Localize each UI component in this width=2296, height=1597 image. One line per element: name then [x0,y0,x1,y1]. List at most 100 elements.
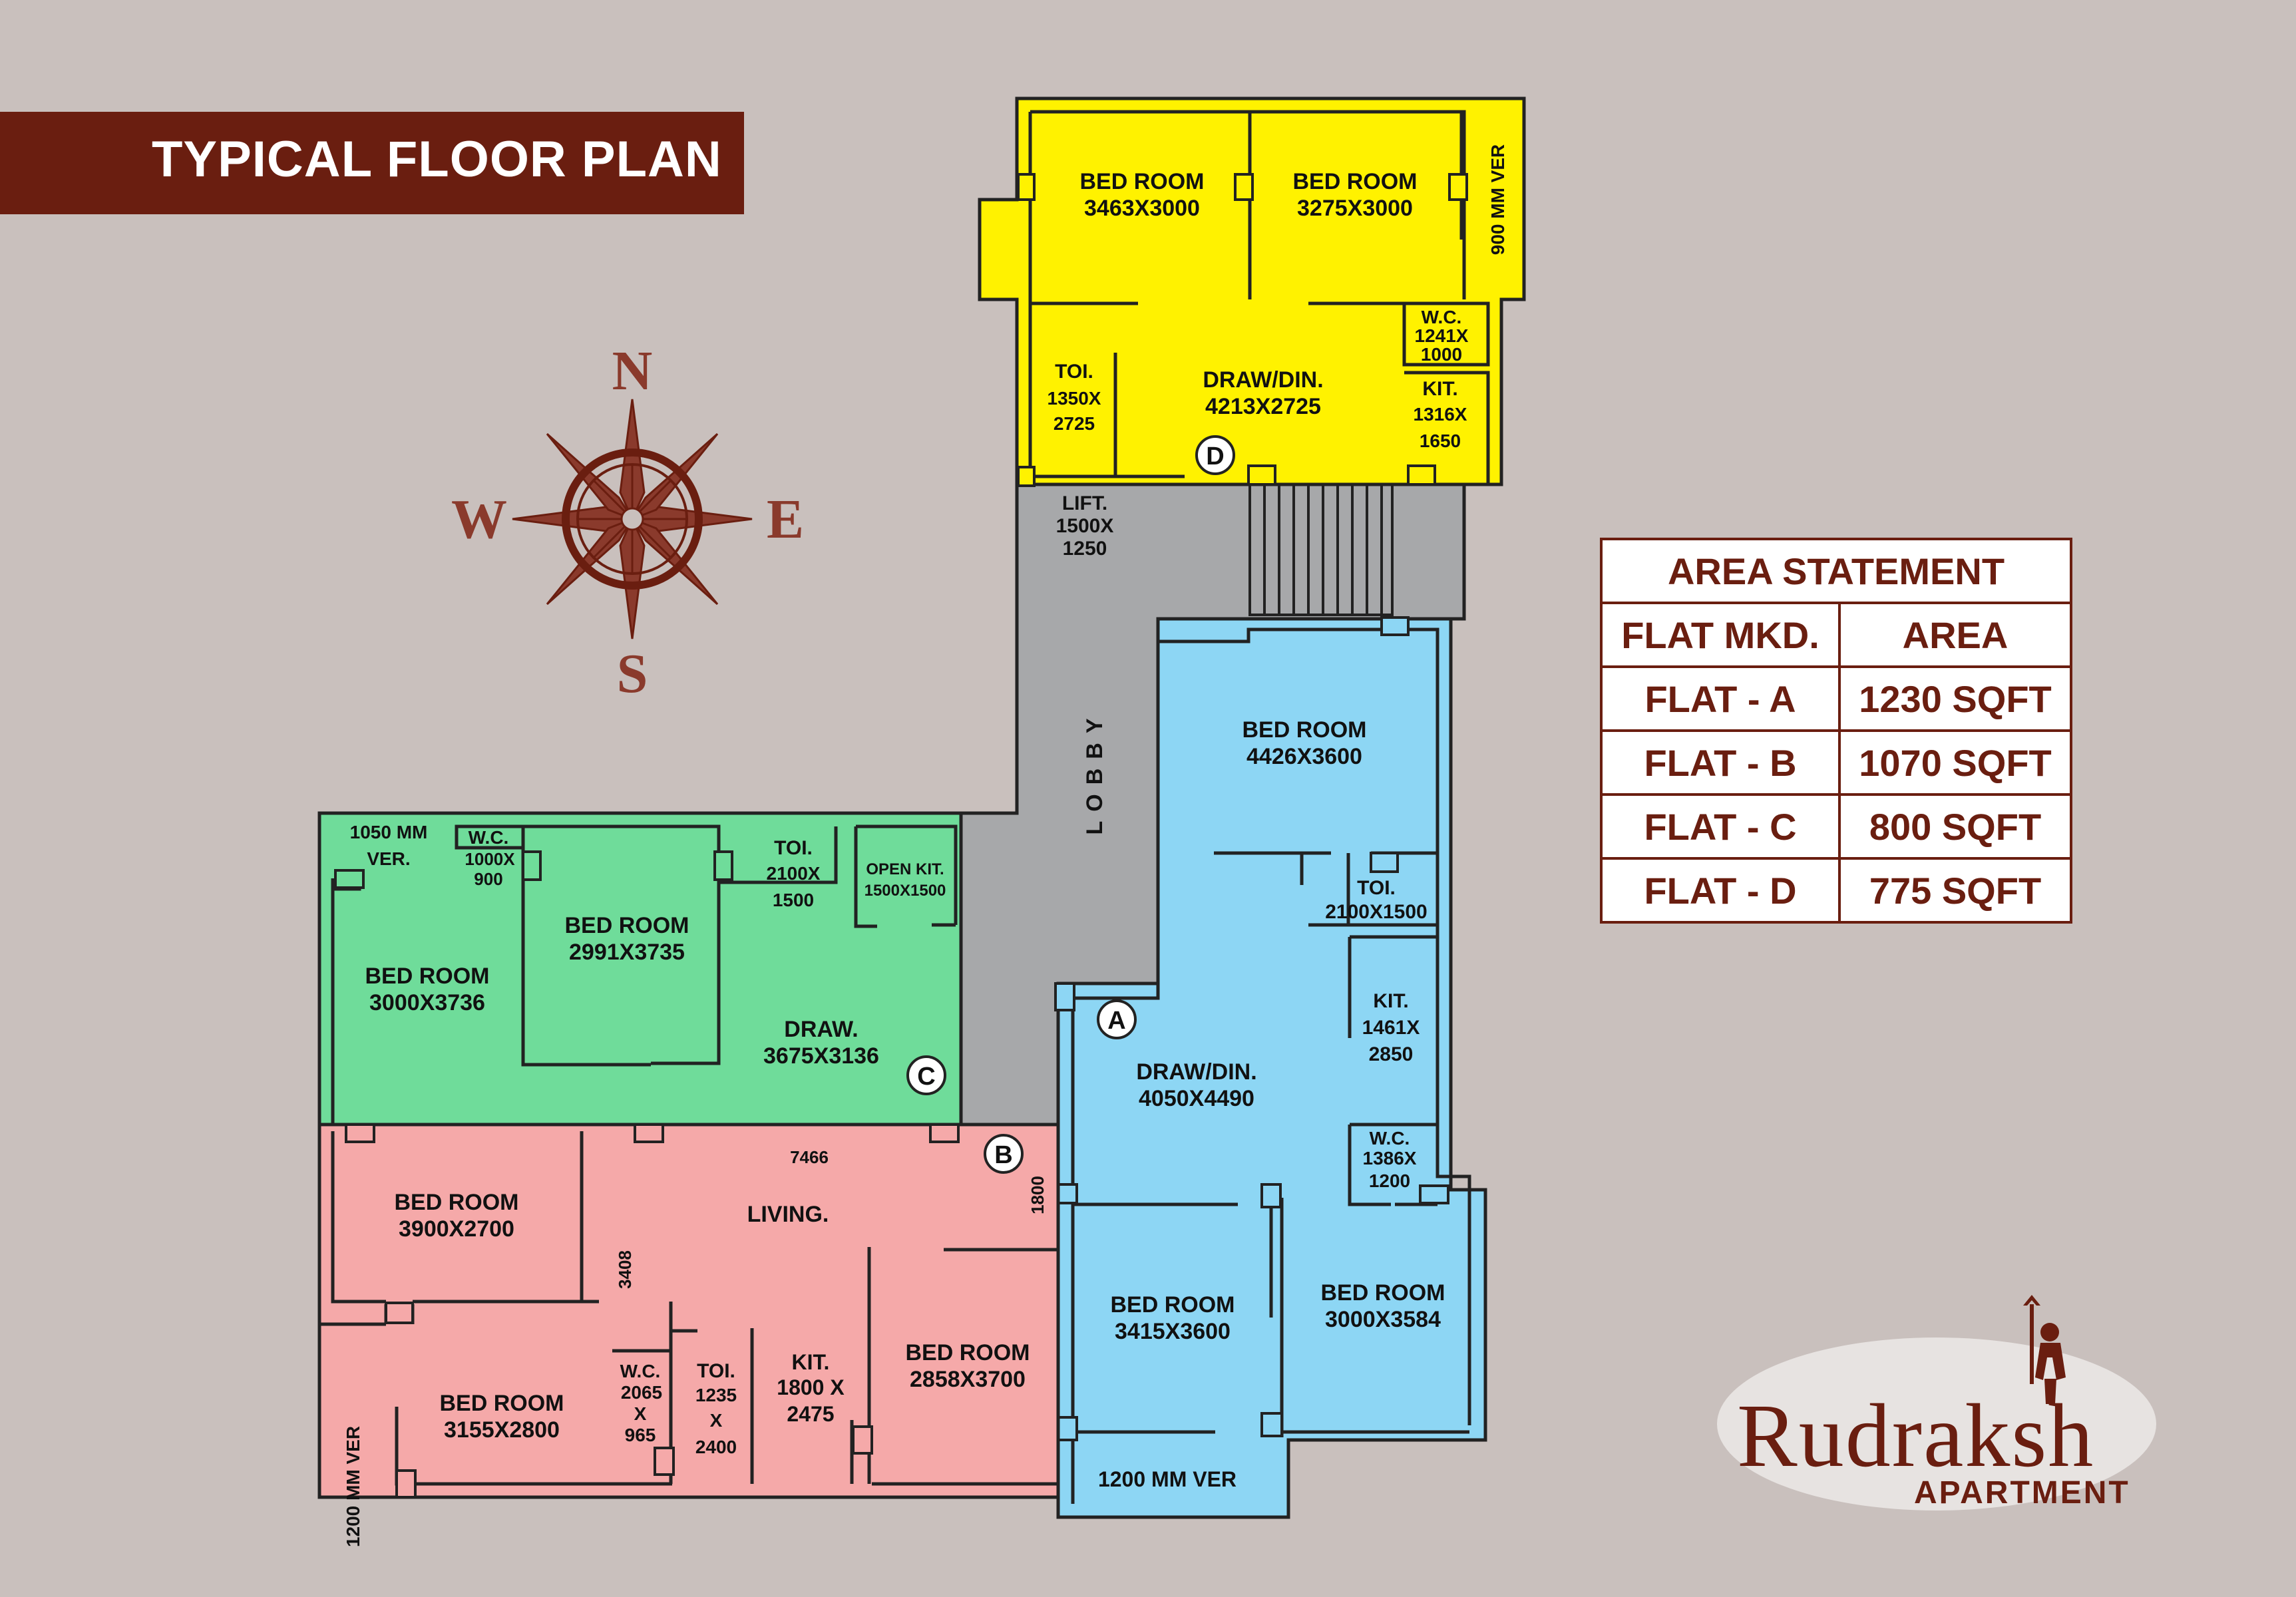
flat-a-kit-dim1: 1461X [1362,1017,1420,1039]
flat-c-verandah-1: 1050 MM [350,822,428,842]
flat-d-verandah: 900 MM VER [1487,144,1508,256]
compass-west-label: W [451,488,507,550]
flat-mkd-cell: FLAT - A [1600,665,1841,732]
flat-d-wc-dim1: 1241X [1415,325,1469,346]
flat-a-wc-dim2: 1200 [1369,1170,1410,1191]
lift-dim-1: 1500X [1056,515,1114,537]
flat-a-bed1-size: 4426X3600 [1246,744,1362,769]
flat-c-kit-size: 1500X1500 [864,882,946,900]
logo-subtitle: APARTMENT [1914,1475,2130,1510]
table-row: FLAT - A 1230 SQFT [1600,665,2072,732]
flat-c-toi-label: TOI. [774,837,813,859]
flat-b-wc-dim3: 965 [625,1425,656,1445]
flat-b-verandah: 1200 MM VER [343,1426,363,1547]
table-row: FLAT - D 775 SQFT [1600,857,2072,924]
area-cell: 1070 SQFT [1838,729,2072,796]
flat-a-draw-label: DRAW/DIN. [1136,1059,1256,1085]
flat-c-bed1-label: BED ROOM [565,913,689,938]
flat-c-draw-label: DRAW. [784,1017,858,1042]
flat-b-bed3-size: 2858X3700 [910,1367,1026,1392]
table-row: FLAT - C 800 SQFT [1600,793,2072,860]
flat-c: 1050 MM VER. W.C. 1000X 900 TOI. 2100X 1… [317,811,963,1127]
area-statement-table: AREA STATEMENT FLAT MKD. AREA FLAT - A 1… [1600,538,2072,924]
flat-b-bed1-size: 3900X2700 [399,1216,514,1242]
brand-logo [1717,1295,2156,1510]
flat-c-wc-dim1: 1000X [465,849,515,869]
flat-a-bed1-label: BED ROOM [1243,717,1367,743]
flat-d-kit-dim1: 1316X [1414,404,1467,425]
flat-d-toi-dim2: 2725 [1053,413,1095,434]
flat-a-verandah: 1200 MM VER [1098,1467,1237,1491]
flat-c-marker-circle [906,1055,946,1095]
flat-a-wc-dim1: 1386X [1363,1148,1417,1168]
area-statement-title: AREA STATEMENT [1600,538,2072,604]
compass-north-label: N [612,340,653,402]
flat-c-bed2-size: 3000X3736 [369,990,485,1015]
lift-label: LIFT. [1062,492,1107,514]
page-title: TYPICAL FLOOR PLAN [152,131,722,188]
table-row: FLAT - B 1070 SQFT [1600,729,2072,796]
flat-d-toi-dim1: 1350X [1048,388,1101,409]
flat-d-kit-dim2: 1650 [1420,431,1461,451]
flat-c-kit-label: OPEN KIT. [866,860,944,878]
compass-rose [512,399,753,639]
flat-b-toi-dim1: 1235 [695,1385,737,1405]
flat-a-kit-label: KIT. [1373,990,1408,1012]
flat-a-marker-circle [1097,999,1137,1039]
flat-d-bed1-label: BED ROOM [1080,169,1205,194]
flat-a-wc-label: W.C. [1370,1128,1410,1149]
flat-a-bed3-size: 3000X3584 [1325,1307,1441,1332]
flat-a-marker: A [1107,1007,1125,1035]
flat-b-toi-label: TOI. [697,1360,735,1382]
flat-c-bed2-label: BED ROOM [365,964,490,989]
area-cell: 800 SQFT [1838,793,2072,860]
flat-c-marker: C [917,1063,935,1091]
flat-a-bed2-label: BED ROOM [1111,1292,1235,1318]
flat-b-wc-dim2: X [634,1403,647,1424]
flat-a-bed2-size: 3415X3600 [1115,1319,1231,1344]
flat-a-bed3-label: BED ROOM [1321,1280,1445,1306]
flat-a-toi-size: 2100X1500 [1325,901,1428,923]
flat-d: BED ROOM 3463X3000 BED ROOM 3275X3000 90… [978,96,1526,487]
flat-b-kit-dim2: 2475 [787,1402,834,1426]
staircase [1248,483,1394,616]
flat-c-bed1-size: 2991X3735 [569,940,685,965]
area-col-flat: FLAT MKD. [1600,602,1841,668]
area-col-area: AREA [1838,602,2072,668]
flat-b: 7466 1800 3408 LIVING. BED ROOM 3900X270… [317,1123,1060,1547]
flat-d-toi-label: TOI. [1055,361,1093,383]
compass-south-label: S [617,643,648,705]
flat-d-kit-label: KIT. [1422,378,1457,400]
flat-d-draw-size: 4213X2725 [1205,394,1321,419]
flat-c-toi-dim2: 1500 [773,890,814,910]
flat-d-bed2-size: 3275X3000 [1297,196,1413,221]
flat-c-draw-size: 3675X3136 [763,1043,879,1069]
lobby-label: LOBBY [1082,709,1107,835]
flat-d-marker-circle [1195,435,1235,475]
flat-b-wc-label: W.C. [620,1361,661,1381]
flat-b-dim-7466: 7466 [790,1147,829,1167]
logo-wordmark: Rudraksh [1737,1386,2095,1486]
flat-d-bed1-size: 3463X3000 [1084,196,1200,221]
lift-dim-2: 1250 [1063,538,1107,560]
flat-b-bed2-size: 3155X2800 [444,1417,560,1443]
flat-b-bed3-label: BED ROOM [906,1340,1030,1365]
flat-b-kit-dim1: 1800 X [777,1375,845,1399]
flat-c-wc-label: W.C. [469,827,509,848]
flat-a-kit-dim2: 2850 [1369,1043,1414,1065]
flat-mkd-cell: FLAT - C [1600,793,1841,860]
flat-c-verandah-2: VER. [367,848,410,869]
flat-d-bed2-label: BED ROOM [1293,169,1418,194]
flat-b-bed2-label: BED ROOM [440,1391,564,1416]
flat-b-dim-1800: 1800 [1028,1176,1048,1214]
flat-a: BED ROOM 4426X3600 TOI. 2100X1500 KIT. 1… [1054,616,1487,1519]
flat-d-marker: D [1206,443,1224,470]
flat-b-marker-circle [984,1134,1024,1174]
flat-a-draw-size: 4050X4490 [1139,1086,1254,1111]
flat-d-wc-dim2: 1000 [1421,344,1462,365]
flat-a-toi-label: TOI. [1357,877,1396,899]
area-cell: 1230 SQFT [1838,665,2072,732]
flat-b-living-label: LIVING. [747,1202,829,1227]
area-cell: 775 SQFT [1838,857,2072,924]
